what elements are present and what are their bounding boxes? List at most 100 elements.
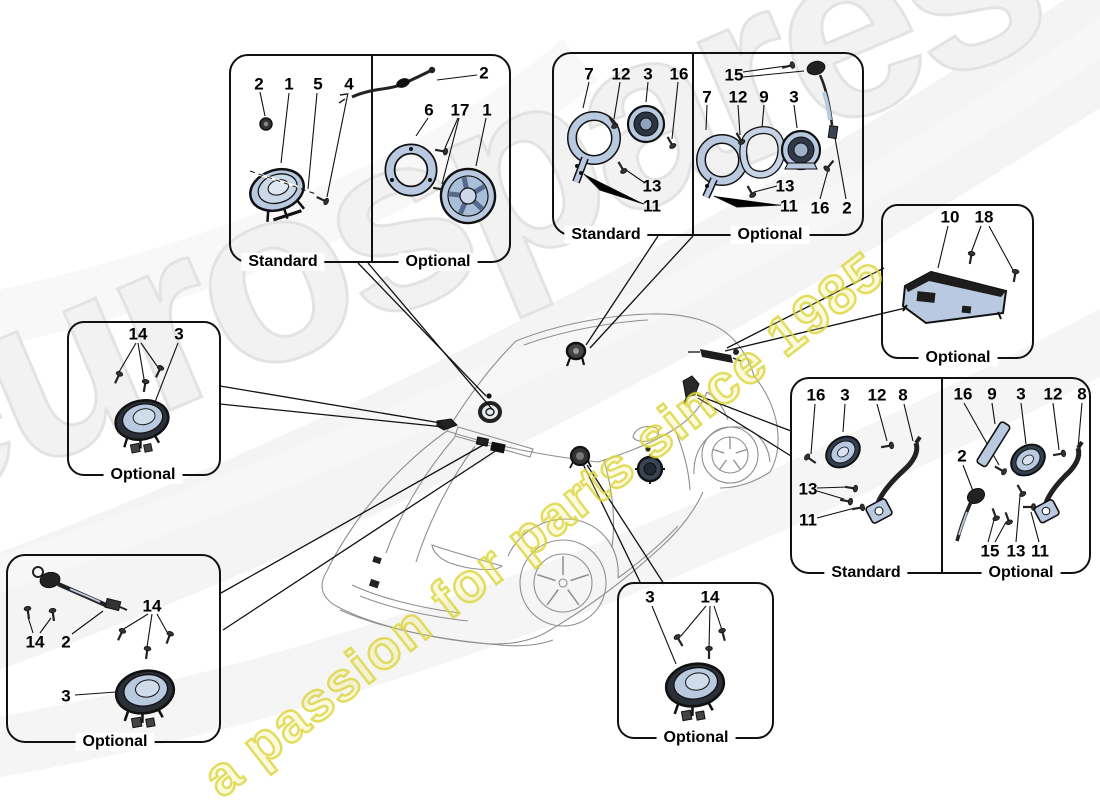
callout-number: 13 xyxy=(798,479,818,499)
door-woofer-parts xyxy=(651,605,731,726)
trim-strip-icon xyxy=(976,421,1011,468)
front-door-optional-parts xyxy=(338,66,500,228)
cowl-speaker-icons xyxy=(475,436,506,454)
pillar-bracket-icon xyxy=(865,435,922,524)
callout-number: 16 xyxy=(806,385,826,405)
screw-icon xyxy=(663,134,678,151)
quarter-standard-parts xyxy=(802,403,922,524)
section-label-optional: Optional xyxy=(75,732,155,752)
screw-icon xyxy=(879,440,896,452)
speaker-ring-icon xyxy=(390,147,432,191)
screw-icon xyxy=(988,506,1002,523)
mid-speaker-icon xyxy=(661,657,731,726)
tweeter-cable-icon xyxy=(955,487,986,542)
section-label-optional: Optional xyxy=(981,563,1061,583)
callout-number: 3 xyxy=(174,324,184,344)
screw-icon xyxy=(1013,482,1028,499)
callout-number: 16 xyxy=(953,384,973,404)
callout-number: 15 xyxy=(980,541,1000,561)
cowl-tweeter-icon xyxy=(32,566,128,612)
callout-number: 14 xyxy=(700,587,720,607)
rear-shelf-speaker-icon xyxy=(688,349,742,363)
car-outline xyxy=(321,313,779,647)
cowl-speakers-parts xyxy=(22,566,181,733)
screw-icon xyxy=(433,145,450,157)
callout-number: 7 xyxy=(702,87,712,107)
screw-icon xyxy=(965,249,977,266)
section-label-optional: Optional xyxy=(730,225,810,245)
tweeter-cable-icon xyxy=(806,60,839,140)
screw-icon xyxy=(1009,267,1021,284)
screw-icon xyxy=(113,626,128,643)
screw-icon xyxy=(139,377,151,394)
callout-number: 2 xyxy=(957,446,967,466)
pillar-bracket-icon xyxy=(1033,440,1084,524)
pillar-speaker-icon xyxy=(682,375,700,405)
door-speaker-icon xyxy=(569,445,592,469)
callout-number: 1 xyxy=(482,100,492,120)
callout-number: 2 xyxy=(61,632,71,652)
panel-borders xyxy=(6,52,1091,743)
screw-icon xyxy=(110,369,125,386)
door-subwoofer-icon xyxy=(635,454,665,484)
callout-number: 12 xyxy=(867,385,887,405)
panel-front-door xyxy=(229,54,511,263)
spoke-speaker-icon xyxy=(436,164,500,228)
callout-number: 6 xyxy=(424,100,434,120)
quarter-optional-parts xyxy=(955,402,1084,543)
dash-center-standard-parts xyxy=(567,81,679,205)
callout-number: 3 xyxy=(789,87,799,107)
callout-number: 12 xyxy=(728,87,748,107)
gasket-icon xyxy=(739,126,786,179)
callout-number: 2 xyxy=(842,198,852,218)
amplifier-icon xyxy=(901,270,1008,325)
section-label-optional: Optional xyxy=(103,465,183,485)
screw-icon xyxy=(151,363,166,380)
section-label-optional: Optional xyxy=(656,728,736,748)
screw-icon xyxy=(850,502,867,514)
callout-number: 10 xyxy=(940,207,960,227)
speaker-bracket-icon xyxy=(567,111,621,184)
callout-number: 11 xyxy=(780,196,798,216)
screw-icon xyxy=(1051,448,1068,460)
callout-number: 11 xyxy=(643,196,661,216)
panel-dash-center xyxy=(552,52,864,236)
section-label-standard: Standard xyxy=(824,563,908,583)
callout-number: 9 xyxy=(987,384,997,404)
screw-icon xyxy=(141,644,153,661)
quarter-speaker-icon xyxy=(1004,437,1052,483)
callout-number: 7 xyxy=(584,64,594,84)
screw-icon xyxy=(802,451,819,467)
panel-quarter-speakers xyxy=(790,377,1091,574)
door-subwoofer-dot xyxy=(645,446,651,452)
screw-icon xyxy=(717,626,730,643)
hood-clip-icons xyxy=(368,555,382,589)
quarter-speaker-icon xyxy=(819,429,867,475)
screw-icon xyxy=(672,632,687,649)
callout-number: 8 xyxy=(1077,384,1087,404)
screw-icon xyxy=(843,482,860,494)
callout-number: 1 xyxy=(284,74,294,94)
roof-speaker-icon xyxy=(565,341,587,367)
callout-number: 14 xyxy=(142,596,162,616)
grommet-icon xyxy=(259,117,273,131)
screw-icon xyxy=(1001,510,1015,527)
callout-number: 18 xyxy=(974,207,994,227)
callout-number: 16 xyxy=(669,64,689,84)
dash-speaker-dot xyxy=(486,393,492,399)
callout-number: 14 xyxy=(128,324,148,344)
screw-icon xyxy=(992,462,1009,477)
callout-number: 5 xyxy=(313,74,323,94)
mid-speaker-icon xyxy=(111,664,181,733)
callout-number: 11 xyxy=(799,510,817,530)
callout-number: 13 xyxy=(1006,541,1026,561)
callout-number: 3 xyxy=(645,587,655,607)
dash-tweeter-parts xyxy=(110,342,179,459)
screw-icon xyxy=(22,604,34,621)
callout-number: 3 xyxy=(840,385,850,405)
leader-lines xyxy=(219,235,919,631)
callout-number: 17 xyxy=(450,100,470,120)
callout-number: 9 xyxy=(759,87,769,107)
